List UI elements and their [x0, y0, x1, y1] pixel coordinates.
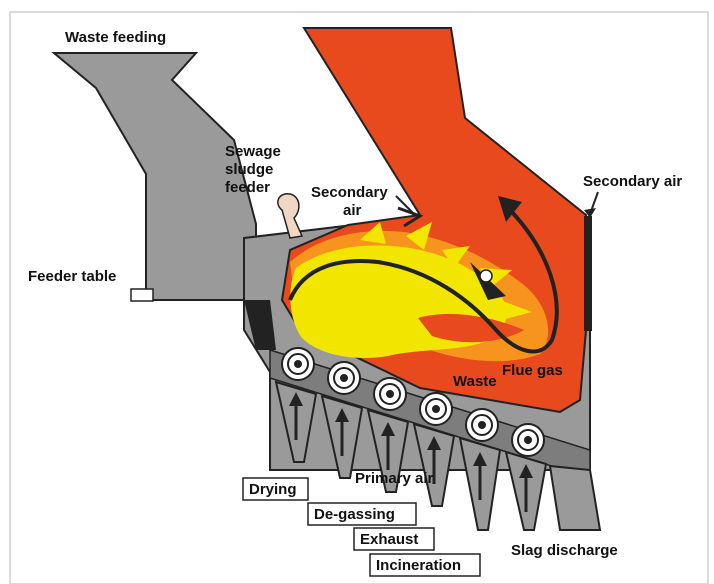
label-secondary-air-left-2: air: [343, 202, 362, 219]
feeder-table: [131, 289, 153, 301]
label-primary-air: Primary air: [355, 470, 434, 487]
label-secondary-air-right: Secondary air: [583, 173, 682, 190]
zone-incineration: Incineration: [376, 557, 461, 574]
label-feeder: feeder: [225, 179, 270, 196]
label-sludge: sludge: [225, 161, 273, 178]
label-secondary-air-left-1: Secondary: [311, 184, 388, 201]
label-slag-discharge: Slag discharge: [511, 542, 618, 559]
label-waste-feeding: Waste feeding: [65, 29, 166, 46]
zone-exhaust: Exhaust: [360, 531, 418, 548]
nozzle-opening: [480, 270, 492, 282]
grate-roller: [374, 378, 406, 410]
grate-roller: [328, 362, 360, 394]
zone-drying: Drying: [249, 481, 297, 498]
grate-roller: [466, 409, 498, 441]
label-flue-gas: Flue gas: [502, 362, 563, 379]
grate-roller: [512, 424, 544, 456]
zone-degassing: De-gassing: [314, 506, 395, 523]
right-wall: [584, 216, 592, 331]
grate-roller: [282, 348, 314, 380]
label-sewage: Sewage: [225, 143, 281, 160]
grate-roller: [420, 393, 452, 425]
label-feeder-table: Feeder table: [28, 268, 116, 285]
label-waste: Waste: [453, 373, 497, 390]
